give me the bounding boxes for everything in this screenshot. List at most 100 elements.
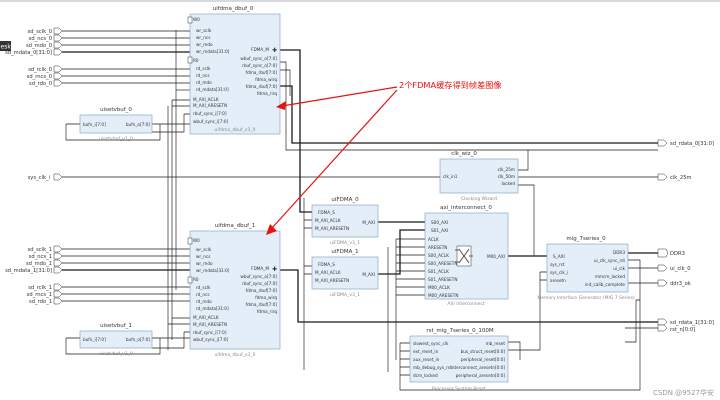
block-title: rst_mig_7series_0_100M (426, 328, 493, 334)
ext-port[interactable]: ui_clk_0 (670, 266, 691, 272)
port-label: bufn_o[7:0] (126, 122, 150, 127)
port-label: rbuf_sync_i[7:0] (193, 111, 227, 116)
port-label: rbuf_sync_i[7:0] (193, 330, 227, 335)
block-body[interactable] (439, 158, 519, 194)
annotation-text: 2个FDMA缓存得到帧差图像 (399, 80, 502, 90)
block-body[interactable] (546, 243, 629, 293)
ext-port[interactable]: sd_sclk_1 (28, 247, 52, 253)
block-body[interactable] (311, 204, 379, 238)
ext-port[interactable]: sd_rdata_1[31:0] (670, 320, 714, 326)
wires (62, 30, 658, 391)
port-label: sys_clk_i (550, 270, 568, 275)
plus-icon[interactable] (187, 276, 193, 284)
port-label: wbuf_sync_i[7:0] (193, 119, 229, 124)
port-label: S01_ACLK (428, 269, 449, 274)
port-label: fdma_rirq (257, 309, 277, 314)
block-subtitle: uifdma_dbuf_v3_0 (215, 127, 256, 133)
port-label: rbuf_sync_o[7:0] (242, 63, 277, 68)
watermark: CSDN @9527华安 (653, 388, 714, 397)
ext-port[interactable]: sd_rncs_1 (27, 292, 52, 298)
ext-port[interactable]: sd_ncs_1 (29, 254, 52, 260)
ext-port[interactable]: sd_rclk_1 (28, 285, 52, 291)
port-label: fdma_rbuf[7:0] (246, 302, 278, 307)
block-mig-7series-0[interactable]: mig_7series_0 S_AXI sys_rst sys_clk_i ar… (537, 236, 635, 301)
port-label: dcm_locked (413, 373, 438, 378)
block-body[interactable] (189, 13, 281, 135)
block-subtitle: AXI Interconnect (447, 301, 485, 307)
block-body[interactable] (409, 335, 509, 383)
block-clk-wiz-0[interactable]: clk_wiz_0 clk_in1 clk_25m clk_50m locked… (439, 151, 519, 202)
block-uifdma-1[interactable]: uiFDMA_1 FDMA_S M_AXI_ACLK M_AXI_ARESETN… (311, 249, 379, 298)
ext-port[interactable]: sd_rclk_0 (28, 67, 52, 73)
port-label: wbuf_sync_i[7:0] (193, 337, 229, 342)
port-label: wr_sclk (196, 247, 212, 252)
port-label: slowest_sync_clk (413, 341, 449, 346)
ext-port[interactable]: sd_mdata_1[31:0] (5, 268, 52, 274)
plus-icon[interactable]: ✚ (272, 47, 277, 54)
ext-port[interactable]: clk_25m (670, 175, 692, 181)
block-title: clk_wiz_0 (451, 151, 477, 157)
left-tab[interactable] (0, 41, 11, 51)
ext-port[interactable]: sd_mdo_0 (26, 43, 52, 49)
ext-port[interactable]: rst_n[0:0] (670, 327, 695, 333)
block-uisetvbuf-0[interactable]: uisetvbuf_0 bufn_i[7:0] bufn_o[7:0] uise… (79, 107, 153, 142)
ext-port[interactable]: sd_rncs_0 (27, 74, 52, 80)
port-label: clk_50m (498, 174, 515, 179)
left-tab-label: esk (1, 44, 12, 51)
ext-port[interactable]: sd_sclk_0 (28, 29, 52, 35)
port-label: FDMA_S (318, 210, 335, 215)
block-title: axi_interconnect_0 (440, 205, 492, 211)
block-uifdma-dbuf-0[interactable]: uifdma_dbuf_0 W0 wr_sclk wr_ncs wr_mdo w… (187, 6, 281, 135)
block-axi-interconnect-0[interactable]: axi_interconnect_0 S00_AXI S01_AXI ACLK … (424, 205, 509, 307)
block-uifdma-dbuf-1[interactable]: uifdma_dbuf_1 W0 wr_sclk wr_ncs wr_mdo w… (187, 223, 281, 358)
ext-port[interactable]: sd_rdo_1 (29, 299, 52, 305)
port-label: M00_ACLK (428, 285, 450, 290)
block-rst-mig-7series-0-100m[interactable]: rst_mig_7series_0_100M slowest_sync_clk … (409, 328, 509, 392)
ext-port[interactable]: sd_mdata_0[31:0] (5, 50, 52, 56)
port-label: DDR3 (613, 250, 625, 255)
block-uifdma-0[interactable]: uiFDMA_0 FDMA_S M_AXI_ACLK M_AXI_ARESETN… (311, 197, 379, 246)
ext-port[interactable]: DDR3 (670, 251, 685, 257)
block-body[interactable] (79, 330, 153, 349)
ext-port[interactable]: sd_ncs_0 (29, 36, 52, 42)
block-uisetvbuf-1[interactable]: uisetvbuf_1 bufn_i[7:0] bufn_o[7:0] uise… (79, 323, 153, 357)
plus-icon[interactable] (187, 16, 193, 24)
ext-port[interactable]: sd_rdo_0 (29, 81, 52, 87)
port-label: M_AXI_ARESETN (193, 322, 227, 327)
plus-icon[interactable] (187, 56, 193, 64)
ext-port[interactable]: sd_mdo_1 (26, 261, 52, 267)
port-label: R0 (193, 58, 199, 63)
block-body[interactable] (79, 114, 153, 134)
port-label: wr_ncs (196, 35, 210, 40)
port-label: M00_AXI (487, 254, 505, 259)
port-label: R0 (193, 277, 199, 282)
port-label: FDMA_S (318, 262, 335, 267)
block-body[interactable] (189, 230, 281, 350)
block-subtitle: uifdma_dbuf_v3_0 (215, 352, 256, 358)
block-subtitle: uiFDMA_v3_1 (330, 292, 360, 298)
port-label: ui_clk (613, 266, 625, 271)
plus-icon[interactable]: ✚ (272, 266, 277, 273)
block-body[interactable] (311, 256, 379, 290)
port-label: W0 (193, 17, 200, 22)
port-label: M_AXI (362, 220, 375, 225)
block-title: uisetvbuf_0 (100, 107, 132, 113)
plus-icon[interactable] (187, 237, 193, 245)
block-subtitle: Processor System Reset (432, 386, 486, 392)
port-label: wr_mdata[31:0] (196, 49, 230, 54)
ext-port[interactable]: sys_clk_i (28, 175, 50, 181)
port-label: S01_AXI (431, 228, 448, 233)
port-label: peripheral_reset[0:0] (461, 357, 506, 362)
port-label: aux_reset_in (413, 357, 440, 362)
port-label: fdma_rbuf[7:0] (246, 84, 278, 89)
port-label: M_AXI (362, 272, 375, 277)
block-title: uifdma_dbuf_1 (215, 223, 256, 229)
ext-port[interactable]: sd_rdata_0[31:0] (670, 141, 714, 147)
port-label: rd_sclk (196, 285, 211, 290)
port-label: fdma_rbuf[7:0] (246, 288, 278, 293)
port-label: aresetn (550, 278, 566, 283)
port-label: M_AXI_ACLK (193, 315, 219, 320)
ext-port[interactable]: ddr3_ok (670, 281, 691, 287)
port-label: wbuf_sync_o[7:0] (240, 274, 277, 279)
